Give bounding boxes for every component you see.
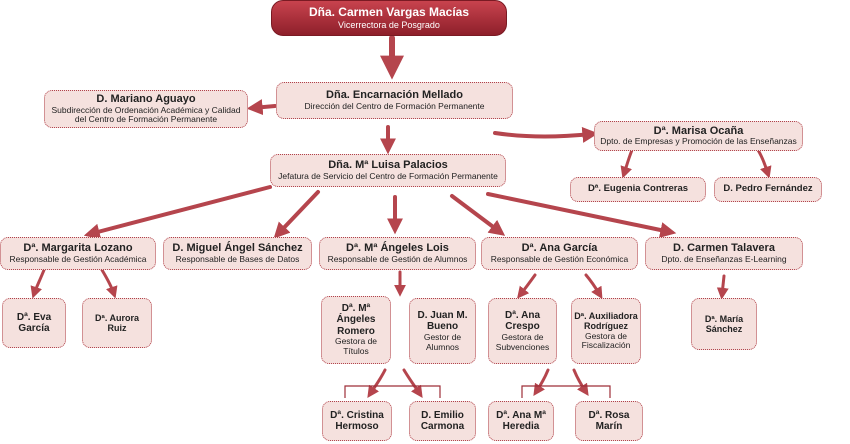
arrow-romero-to-cristina [367, 368, 387, 398]
carmen-box: D. Carmen Talavera Dpto. de Enseñanzas E… [645, 237, 803, 270]
vicerrectora-box: Dña. Carmen Vargas Macías Vicerrectora d… [271, 0, 507, 36]
direccion-name: Dña. Encarnación Mellado [326, 89, 463, 102]
ana-garcia-box: Dª. Ana García Responsable de Gestión Ec… [481, 237, 638, 270]
ana-heredia-box: Dª. Ana Mª Heredia [488, 401, 554, 441]
cristina-box: Dª. Cristina Hermoso [322, 401, 392, 441]
subdireccion-box: D. Mariano Aguayo Subdirección de Ordena… [44, 90, 248, 128]
emilio-line1: D. Emilio [421, 409, 464, 421]
rosa-box: Dª. Rosa Marín [575, 401, 643, 441]
eva-name-line2: García [18, 323, 50, 334]
vicerrectora-name: Dña. Carmen Vargas Macías [308, 4, 470, 19]
miguel-name: D. Miguel Ángel Sánchez [172, 242, 303, 255]
pedro-box: D. Pedro Fernández [714, 177, 822, 202]
arrow-margarita-to-aurora [100, 268, 118, 299]
arrow-jefatura-to-miguel [273, 190, 320, 239]
jefatura-name: Dña. Mª Luisa Palacios [328, 159, 448, 172]
bracket-cristina-emilio [344, 385, 441, 398]
eva-box: Dª. Eva García [2, 298, 66, 348]
arrow-direccion-to-subdireccion [246, 99, 277, 116]
eva-name-line1: Dª. Eva [16, 311, 52, 323]
pedro-name: D. Pedro Fernández [723, 183, 813, 195]
arrow-jefatura-to-ana-garcia [450, 194, 506, 236]
subdireccion-role-line1: Subdirección de Ordenación Académica y C… [51, 104, 241, 115]
arrow-crespo-to-rosa [572, 368, 589, 396]
arrow-ana-garcia-to-crespo [517, 273, 537, 299]
arrow-romero-to-emilio [402, 368, 423, 398]
angeles-romero-box: Dª. Mª Ángeles Romero Gestora de Títulos [321, 296, 391, 364]
arrow-direccion-to-empresas [493, 126, 599, 143]
ana-garcia-role: Responsable de Gestión Económica [490, 253, 629, 264]
juan-line2: Bueno [426, 321, 459, 333]
angeles-romero-line1: Dª. Mª [341, 302, 371, 314]
angeles-romero-line2: Ángeles [336, 314, 376, 326]
bracket-heredia-rosa [521, 385, 611, 398]
ana-garcia-name: Dª. Ana García [521, 242, 598, 255]
juan-role1: Gestor de [423, 331, 462, 342]
miguel-box: D. Miguel Ángel Sánchez Responsable de B… [163, 237, 312, 270]
ana-crespo-box: Dª. Ana Crespo Gestora de Subvenciones [488, 298, 557, 364]
aurora-box: Dª. Aurora Ruiz [82, 298, 152, 348]
maria-line1: Dª. María [704, 313, 744, 324]
emilio-box: D. Emilio Carmona [409, 401, 476, 441]
arrow-crespo-to-heredia [533, 368, 550, 396]
angeles-name: Dª. Mª Ángeles Lois [346, 242, 449, 255]
rosa-line1: Dª. Rosa [588, 409, 630, 421]
arrow-jefatura-to-carmen [486, 192, 677, 238]
jefatura-role: Jefatura de Servicio del Centro de Forma… [278, 170, 498, 181]
margarita-box: Dª. Margarita Lozano Responsable de Gest… [0, 237, 156, 270]
auxiliadora-role1: Gestora de [584, 330, 628, 341]
miguel-role: Responsable de Bases de Datos [175, 253, 300, 264]
direccion-box: Dña. Encarnación Mellado Dirección del C… [276, 82, 513, 119]
subdireccion-role-line2: del Centro de Formación Permanente [74, 114, 218, 125]
carmen-name: D. Carmen Talavera [673, 242, 775, 255]
cristina-line2: Hermoso [335, 421, 379, 432]
empresas-name: Dª. Marisa Ocaña [653, 124, 744, 137]
maria-box: Dª. María Sánchez [691, 298, 757, 350]
emilio-line2: Carmona [420, 421, 465, 432]
angeles-romero-role1: Gestora de [334, 336, 378, 347]
empresas-box: Dª. Marisa Ocaña Dpto. de Empresas y Pro… [594, 121, 803, 151]
angeles-romero-line3: Romero [337, 325, 375, 337]
ana-crespo-line2: Crespo [505, 321, 540, 333]
eugenia-name: Dª. Eugenia Contreras [587, 183, 689, 195]
vicerrectora-role: Vicerrectora de Posgrado [338, 19, 440, 30]
angeles-role: Responsable de Gestión de Alumnos [327, 253, 468, 264]
angeles-romero-role2: Títulos [343, 346, 369, 357]
juan-role2: Alumnos [425, 341, 460, 352]
maria-line2: Sánchez [705, 324, 743, 334]
juan-line1: D. Juan M. [417, 309, 468, 321]
arrow-carmen-to-maria [716, 274, 729, 300]
margarita-name: Dª. Margarita Lozano [23, 242, 133, 255]
empresas-role: Dpto. de Empresas y Promoción de las Ens… [600, 136, 797, 147]
aurora-name-line2: Ruiz [107, 323, 127, 333]
ana-crespo-role1: Gestora de [501, 331, 544, 342]
ana-heredia-line1: Dª. Ana Mª [496, 409, 546, 421]
jefatura-box: Dña. Mª Luisa Palacios Jefatura de Servi… [270, 154, 506, 187]
auxiliadora-line2: Rodríguez [584, 321, 628, 332]
cristina-line1: Dª. Cristina [330, 409, 384, 421]
carmen-role: Dpto. de Enseñanzas E-Learning [661, 253, 787, 264]
arrow-ana-garcia-to-auxiliadora [584, 273, 603, 300]
juan-box: D. Juan M. Bueno Gestor de Alumnos [409, 298, 476, 364]
subdireccion-name: D. Mariano Aguayo [96, 92, 196, 105]
rosa-line2: Marín [595, 421, 623, 432]
auxiliadora-line1: Dª. Auxiliadora [574, 310, 638, 321]
ana-heredia-line2: Heredia [502, 421, 540, 432]
auxiliadora-box: Dª. Auxiliadora Rodríguez Gestora de Fis… [571, 298, 641, 364]
arrow-empresas-to-eugenia [620, 148, 634, 179]
arrow-margarita-to-eva [30, 268, 46, 299]
angeles-box: Dª. Mª Ángeles Lois Responsable de Gesti… [319, 237, 476, 270]
ana-crespo-line1: Dª. Ana [505, 309, 540, 321]
arrow-jefatura-to-margarita [83, 185, 272, 240]
direccion-role: Dirección del Centro de Formación Perman… [304, 100, 485, 111]
ana-crespo-role2: Subvenciones [495, 341, 550, 352]
margarita-role: Responsable de Gestión Académica [9, 253, 147, 264]
aurora-name-line1: Dª. Aurora [94, 312, 139, 323]
auxiliadora-role2: Fiscalización [581, 340, 631, 351]
eugenia-box: Dª. Eugenia Contreras [570, 177, 706, 202]
arrow-empresas-to-pedro [756, 148, 772, 179]
